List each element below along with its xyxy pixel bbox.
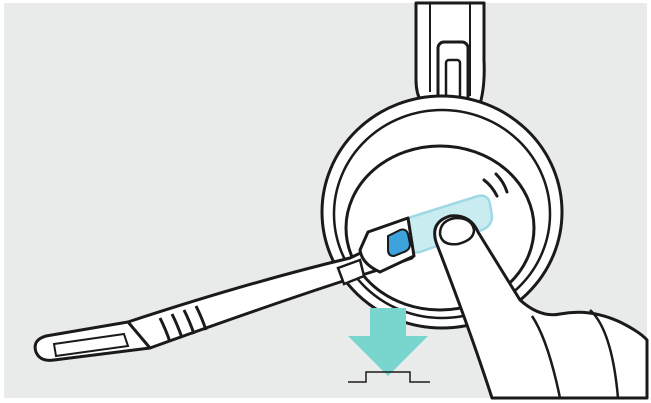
instruction-illustration <box>0 0 651 403</box>
illustration-canvas <box>0 0 651 403</box>
